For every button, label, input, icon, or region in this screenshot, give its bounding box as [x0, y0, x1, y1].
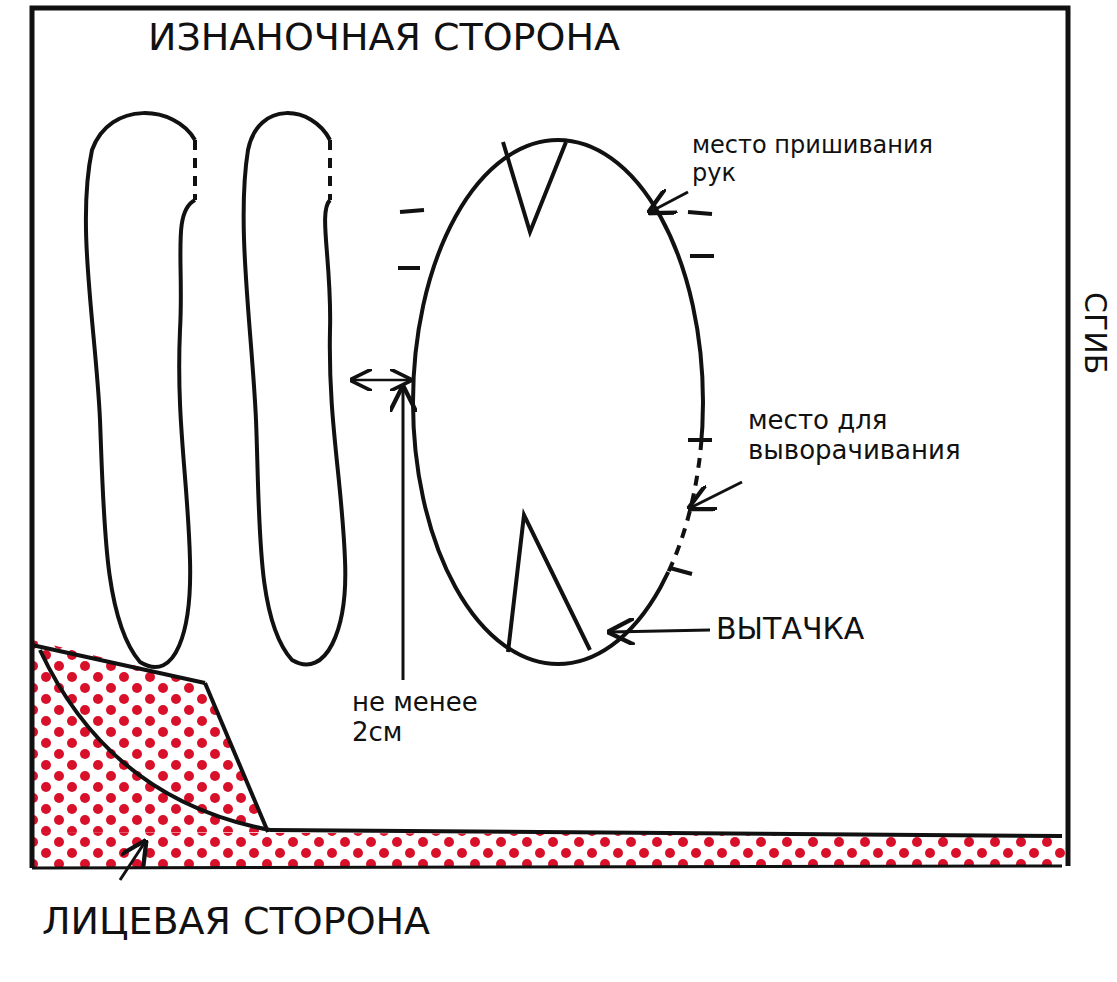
fabric-outline [32, 8, 1068, 868]
dart [503, 142, 566, 232]
leader-arrow [120, 842, 145, 880]
body-piece [413, 140, 703, 664]
dart [508, 515, 590, 652]
fold-curve [40, 650, 270, 830]
leader-arrow [402, 388, 405, 680]
flap-edge [205, 683, 268, 832]
leader-arrow [610, 630, 710, 632]
arm-opening [193, 140, 197, 200]
flap-edge [32, 645, 205, 683]
turn-note: место для выворачивания [748, 406, 1068, 466]
arm-marks [398, 210, 714, 268]
side-title: ИЗНАНОЧНАЯ СТОРОНА [148, 16, 620, 60]
face-band [32, 832, 1067, 868]
dimension-note: не менее 2см [352, 688, 517, 748]
side-title: ЛИЦЕВАЯ СТОРОНА [42, 900, 430, 944]
arm-opening [328, 140, 332, 200]
fabric-edge [270, 830, 1062, 836]
fold-label: СГИБ [1078, 292, 1113, 374]
arm-piece [244, 113, 346, 664]
fabric-edge [32, 866, 1062, 868]
dimension-arrow [352, 379, 410, 382]
face-flap [32, 640, 268, 832]
arm-piece [86, 113, 195, 667]
attach-note: место пришивания рук [692, 132, 942, 187]
dart-note: ВЫТАЧКА [716, 612, 864, 647]
leader-arrow [650, 192, 688, 212]
leader-arrow [690, 482, 742, 508]
